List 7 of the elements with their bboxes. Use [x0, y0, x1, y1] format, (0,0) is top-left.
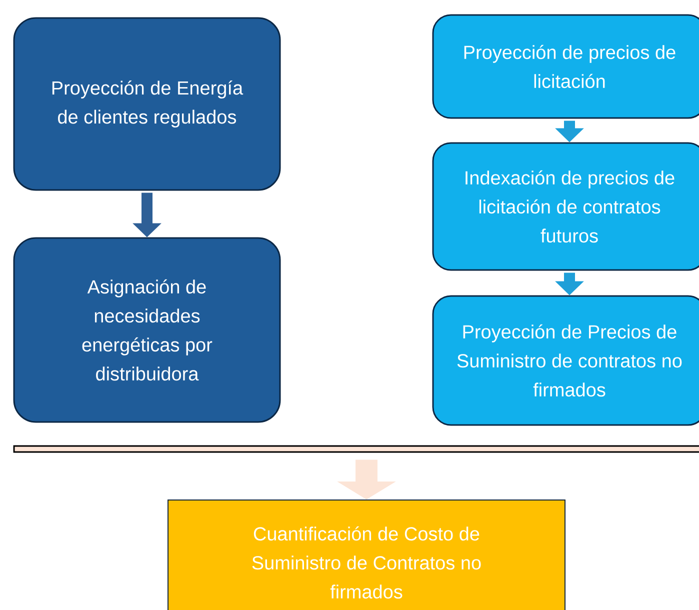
process-box: Proyección de precios de licitación: [432, 14, 699, 119]
process-box: Proyección de Energía de clientes regulados: [13, 17, 281, 191]
process-box: Indexación de precios de licitación de contratos futuros: [432, 142, 699, 271]
divider-bar: [13, 445, 699, 453]
process-box: Asignación de necesidades energéticas por distribuidora: [13, 237, 281, 423]
result-box: Cuantificación de Costo de Suministro de Contratos no firmados: [168, 500, 566, 610]
process-box: Proyección de Precios de Suministro de contratos no firmados: [432, 295, 699, 426]
